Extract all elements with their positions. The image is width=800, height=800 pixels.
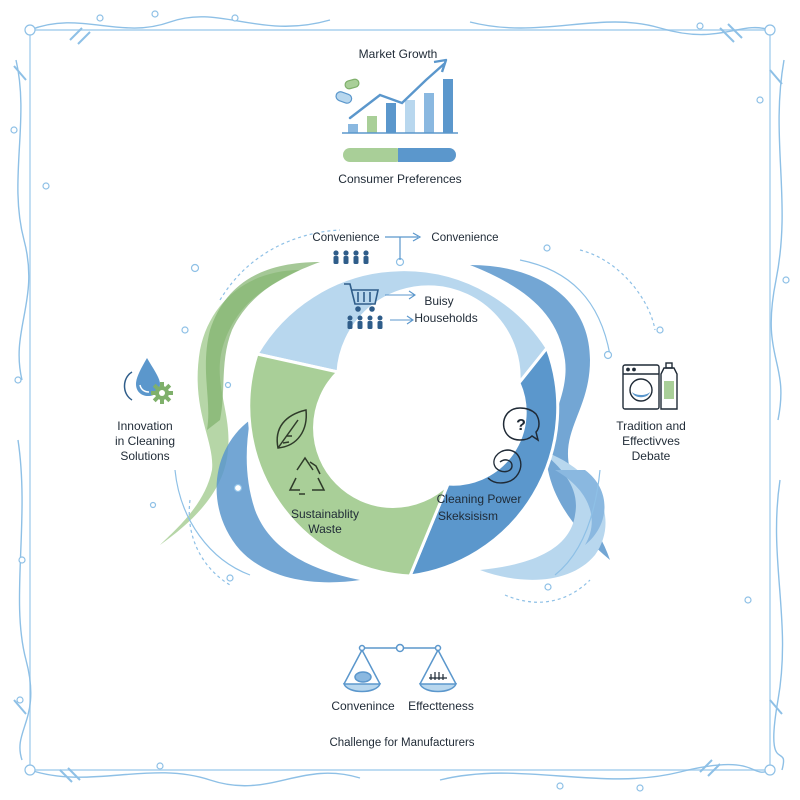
convenience-row: Convenience Convenience (312, 232, 499, 264)
busy-households-label-line1: Buisy (424, 294, 453, 308)
preference-bar (343, 148, 456, 162)
sustainability-label-line1: Sustainablity (291, 507, 359, 521)
convenience-label-right: Convenience (431, 232, 498, 244)
busy-households-label-line2: Households (414, 311, 477, 325)
cycle-ring (247, 268, 560, 578)
tradition-label-line1: Tradition and (616, 419, 686, 433)
question-bubble-icon: ? (502, 407, 540, 442)
capsule-icon (335, 78, 360, 104)
swoosh-decorations (160, 262, 610, 583)
tradition-label-line2: Effectivves (622, 434, 680, 448)
market-growth-title: Market Growth (359, 47, 438, 61)
market-growth-section: Market Growth Consumer Preferences (335, 47, 462, 186)
swirl-icon (487, 449, 522, 484)
segment-cleaning-power (407, 344, 560, 578)
tradition-section: Tradition and Effectivves Debate (616, 362, 686, 463)
svg-text:?: ? (516, 417, 526, 434)
bar-chart-icon (342, 58, 458, 134)
cleaning-power-label-line1: Cleaning Power (437, 492, 522, 506)
balance-scale-section: Convenince Effectteness Challenge for Ma… (329, 643, 475, 749)
detergent-bottle-icon (660, 362, 678, 410)
people-group-icon-2 (347, 315, 383, 329)
sustainability-section: Sustainablity Waste (276, 409, 359, 536)
busy-households-section: Buisy Households (344, 283, 478, 329)
convenience-label-left: Convenience (312, 232, 379, 244)
innovation-label-line2: in Cleaning (115, 434, 175, 448)
innovation-label-line1: Innovation (117, 419, 172, 433)
innovation-label-line3: Solutions (120, 449, 169, 463)
shopping-cart-icon (344, 283, 379, 312)
segment-busy-households (254, 268, 549, 388)
segment-sustainability (247, 352, 450, 578)
balance-scale-icon (342, 643, 458, 693)
innovation-section: Innovation in Cleaning Solutions (115, 358, 175, 463)
cleaning-power-label-line2: Skeksisism (438, 509, 498, 523)
recycle-icon (288, 456, 326, 495)
tradition-label-line3: Debate (632, 449, 671, 463)
water-drop-gear-icon (123, 358, 173, 404)
people-group-icon (333, 250, 369, 264)
cleaning-power-section: ? Cleaning Power Skeksisism (437, 407, 540, 523)
leaf-icon (276, 409, 307, 449)
decorative-frame (10, 10, 790, 792)
scale-label-convenience: Convenince (331, 699, 395, 713)
sustainability-label-line2: Waste (308, 522, 342, 536)
scale-label-effectiveness: Effectteness (408, 699, 474, 713)
orbit-lines (149, 229, 664, 603)
washing-machine-icon (622, 364, 660, 410)
challenge-caption: Challenge for Manufacturers (329, 737, 474, 749)
consumer-preferences-label: Consumer Preferences (338, 172, 461, 186)
